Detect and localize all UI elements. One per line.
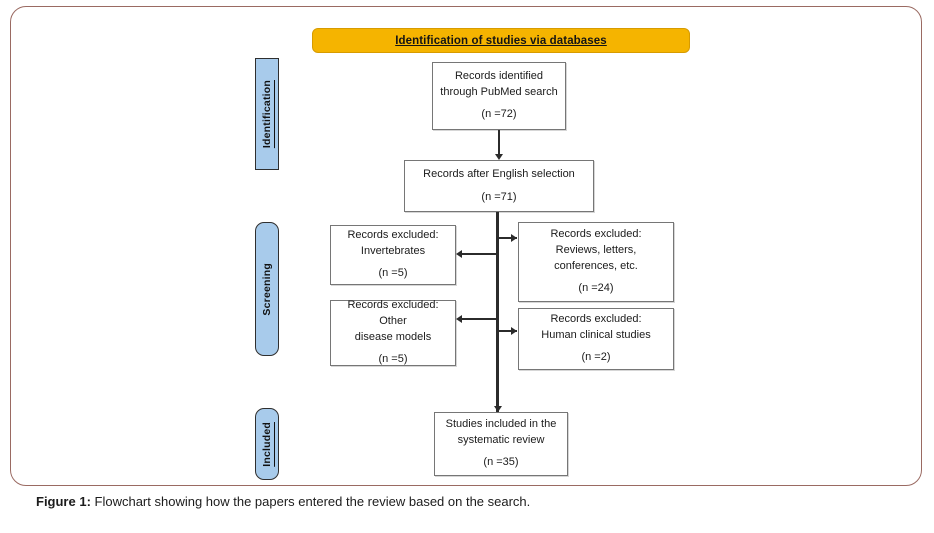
arrowhead-into-disease-models xyxy=(456,315,462,323)
node-excluded-disease-models-count: (n =5) xyxy=(378,353,408,366)
node-excluded-invertebrates-count: (n =5) xyxy=(378,267,408,280)
stage-label-screening-text: Screening xyxy=(261,262,273,316)
node-studies-included: Studies included in the systematic revie… xyxy=(434,412,568,476)
connector-main-spine xyxy=(496,212,499,412)
node-records-identified-title: Records identified through PubMed search xyxy=(440,70,558,98)
node-excluded-reviews: Records excluded: Reviews, letters, conf… xyxy=(518,222,674,302)
node-excluded-invertebrates-title: Records excluded: Invertebrates xyxy=(347,229,439,257)
stage-label-included: Included xyxy=(255,408,279,480)
arrowhead-into-english xyxy=(495,154,503,160)
node-records-after-english-title: Records after English selection xyxy=(423,167,575,180)
stage-label-screening: Screening xyxy=(255,222,279,356)
node-records-identified: Records identified through PubMed search… xyxy=(432,62,566,130)
node-excluded-reviews-count: (n =24) xyxy=(578,282,614,295)
node-excluded-reviews-title: Records excluded: Reviews, letters, conf… xyxy=(550,228,642,272)
connector-identified-to-english xyxy=(498,130,500,158)
node-excluded-human-clinical-title: Records excluded: Human clinical studies xyxy=(541,313,651,341)
figure-caption-label: Figure 1: xyxy=(36,494,91,509)
node-excluded-disease-models: Records excluded: Other disease models (… xyxy=(330,299,456,366)
node-excluded-human-clinical: Records excluded: Human clinical studies… xyxy=(518,308,674,370)
connector-spine-to-reviews xyxy=(497,237,517,239)
flowchart-canvas: Identification of studies via databases … xyxy=(255,28,690,480)
arrowhead-into-human-clinical xyxy=(511,327,517,335)
figure-caption: Figure 1: Flowchart showing how the pape… xyxy=(36,494,896,511)
connector-spine-to-human-clinical xyxy=(497,330,517,332)
node-studies-included-title: Studies included in the systematic revie… xyxy=(445,418,557,446)
node-studies-included-count: (n =35) xyxy=(483,456,519,469)
connector-spine-to-disease-models xyxy=(461,318,498,320)
node-records-after-english-count: (n =71) xyxy=(481,190,517,203)
stage-label-included-text: Included xyxy=(261,421,273,467)
stage-label-identification-text: Identification xyxy=(261,79,273,149)
node-records-after-english: Records after English selection (n =71) xyxy=(404,160,594,212)
node-records-identified-count: (n =72) xyxy=(481,108,517,121)
node-excluded-human-clinical-count: (n =2) xyxy=(581,351,611,364)
node-excluded-disease-models-title: Records excluded: Other disease models xyxy=(347,299,439,343)
identification-banner: Identification of studies via databases xyxy=(312,28,690,53)
arrowhead-into-included xyxy=(494,406,502,412)
arrowhead-into-reviews xyxy=(511,234,517,242)
arrowhead-into-invertebrates xyxy=(456,250,462,258)
connector-spine-to-invertebrates xyxy=(461,253,498,255)
figure-caption-text: Flowchart showing how the papers entered… xyxy=(90,494,531,509)
node-excluded-invertebrates: Records excluded: Invertebrates (n =5) xyxy=(330,225,456,285)
stage-label-identification: Identification xyxy=(255,58,279,170)
figure-border xyxy=(10,6,922,486)
